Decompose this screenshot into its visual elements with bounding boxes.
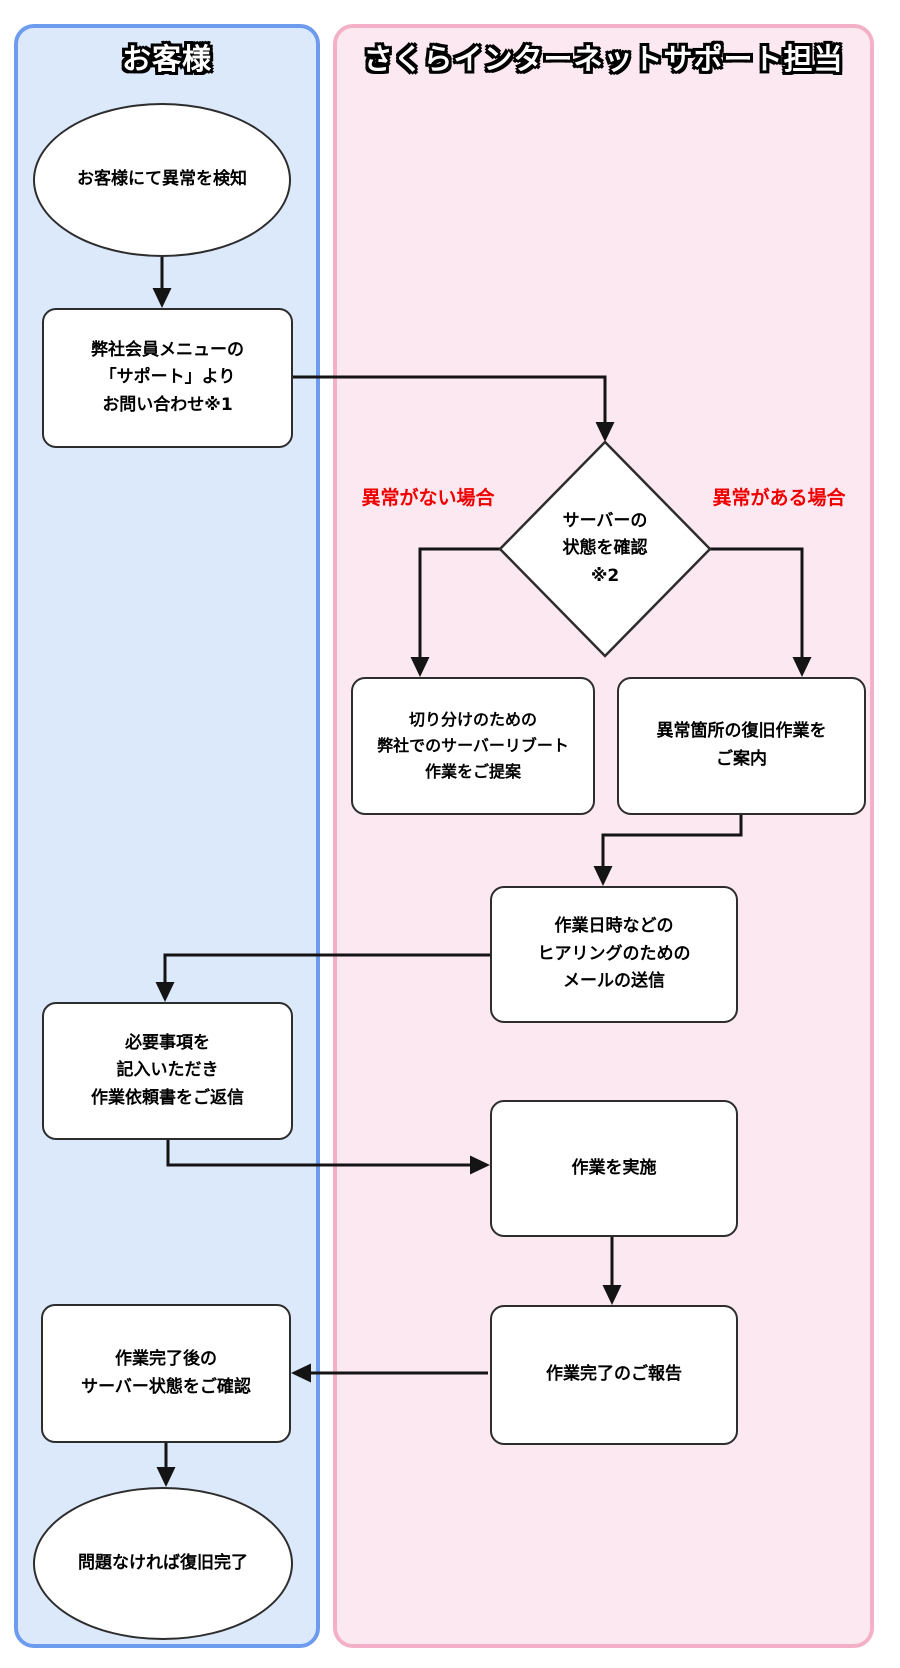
node-restore: 異常箇所の復旧作業を ご案内 xyxy=(617,677,866,815)
connector-check-to-restore xyxy=(710,547,812,677)
node-confirm: 作業完了後の サーバー状態をご確認 xyxy=(41,1304,291,1443)
node-contact-line3: お問い合わせ※1 xyxy=(102,394,233,415)
node-confirm-line2: サーバー状態をご確認 xyxy=(81,1376,251,1397)
node-check-line1: サーバーの xyxy=(562,510,648,531)
connector-confirm-to-done xyxy=(156,1443,176,1487)
decision-diamond-shape xyxy=(498,440,712,658)
node-reply-line3: 作業依頼書をご返信 xyxy=(91,1087,244,1108)
connector-report-to-confirm xyxy=(291,1363,488,1383)
connector-mail-to-reply xyxy=(155,953,490,1002)
node-mail: 作業日時などの ヒアリングのための メールの送信 xyxy=(490,886,738,1023)
node-check: サーバーの 状態を確認 ※2 xyxy=(505,479,705,619)
node-mail-line3: メールの送信 xyxy=(563,971,665,992)
connector-reply-to-work xyxy=(166,1140,490,1175)
node-restore-line1: 異常箇所の復旧作業を xyxy=(656,721,827,742)
node-report-text: 作業完了のご報告 xyxy=(546,1364,682,1385)
node-mail-line2: ヒアリングのための xyxy=(537,943,691,964)
node-contact: 弊社会員メニューの 「サポート」より お問い合わせ※1 xyxy=(42,308,293,448)
connector-work-to-report xyxy=(602,1237,622,1305)
connector-restore-to-mail xyxy=(593,815,743,886)
node-mail-line1: 作業日時などの xyxy=(554,916,674,937)
connector-detect-to-contact xyxy=(152,257,172,308)
node-report: 作業完了のご報告 xyxy=(490,1305,738,1445)
node-contact-line2: 「サポート」より xyxy=(99,367,236,388)
node-reboot: 切り分けのための 弊社でのサーバーリブート 作業をご提案 xyxy=(351,677,595,815)
node-restore-line2: ご案内 xyxy=(716,749,767,769)
node-reboot-line2: 弊社でのサーバーリブート xyxy=(377,736,569,756)
lane-support-title: さくらインターネットサポート担当 xyxy=(363,42,844,76)
node-reply-line2: 記入いただき xyxy=(116,1060,219,1081)
node-detect: お客様にて異常を検知 xyxy=(33,103,291,257)
lane-customer-title: お客様 xyxy=(121,42,212,76)
branch-label-issue: 異常がある場合 xyxy=(712,487,846,509)
node-reply-line1: 必要事項を xyxy=(125,1032,210,1053)
connector-check-to-reboot xyxy=(410,547,500,677)
node-reply: 必要事項を 記入いただき 作業依頼書をご返信 xyxy=(42,1002,293,1140)
node-check-line3: ※2 xyxy=(590,565,620,586)
connector-contact-to-check xyxy=(293,375,615,442)
branch-label-no-issue: 異常がない場合 xyxy=(361,487,495,509)
node-reboot-line3: 作業をご提案 xyxy=(424,761,521,781)
node-contact-line1: 弊社会員メニューの xyxy=(91,339,244,360)
node-done-text: 問題なければ復旧完了 xyxy=(78,1552,248,1573)
node-check-line2: 状態を確認 xyxy=(562,538,648,559)
node-confirm-line1: 作業完了後の xyxy=(115,1348,217,1369)
node-work: 作業を実施 xyxy=(490,1100,738,1237)
node-done: 問題なければ復旧完了 xyxy=(33,1487,293,1640)
node-reboot-line1: 切り分けのための xyxy=(408,710,537,730)
node-detect-text: お客様にて異常を検知 xyxy=(77,169,247,190)
node-work-text: 作業を実施 xyxy=(571,1157,657,1178)
